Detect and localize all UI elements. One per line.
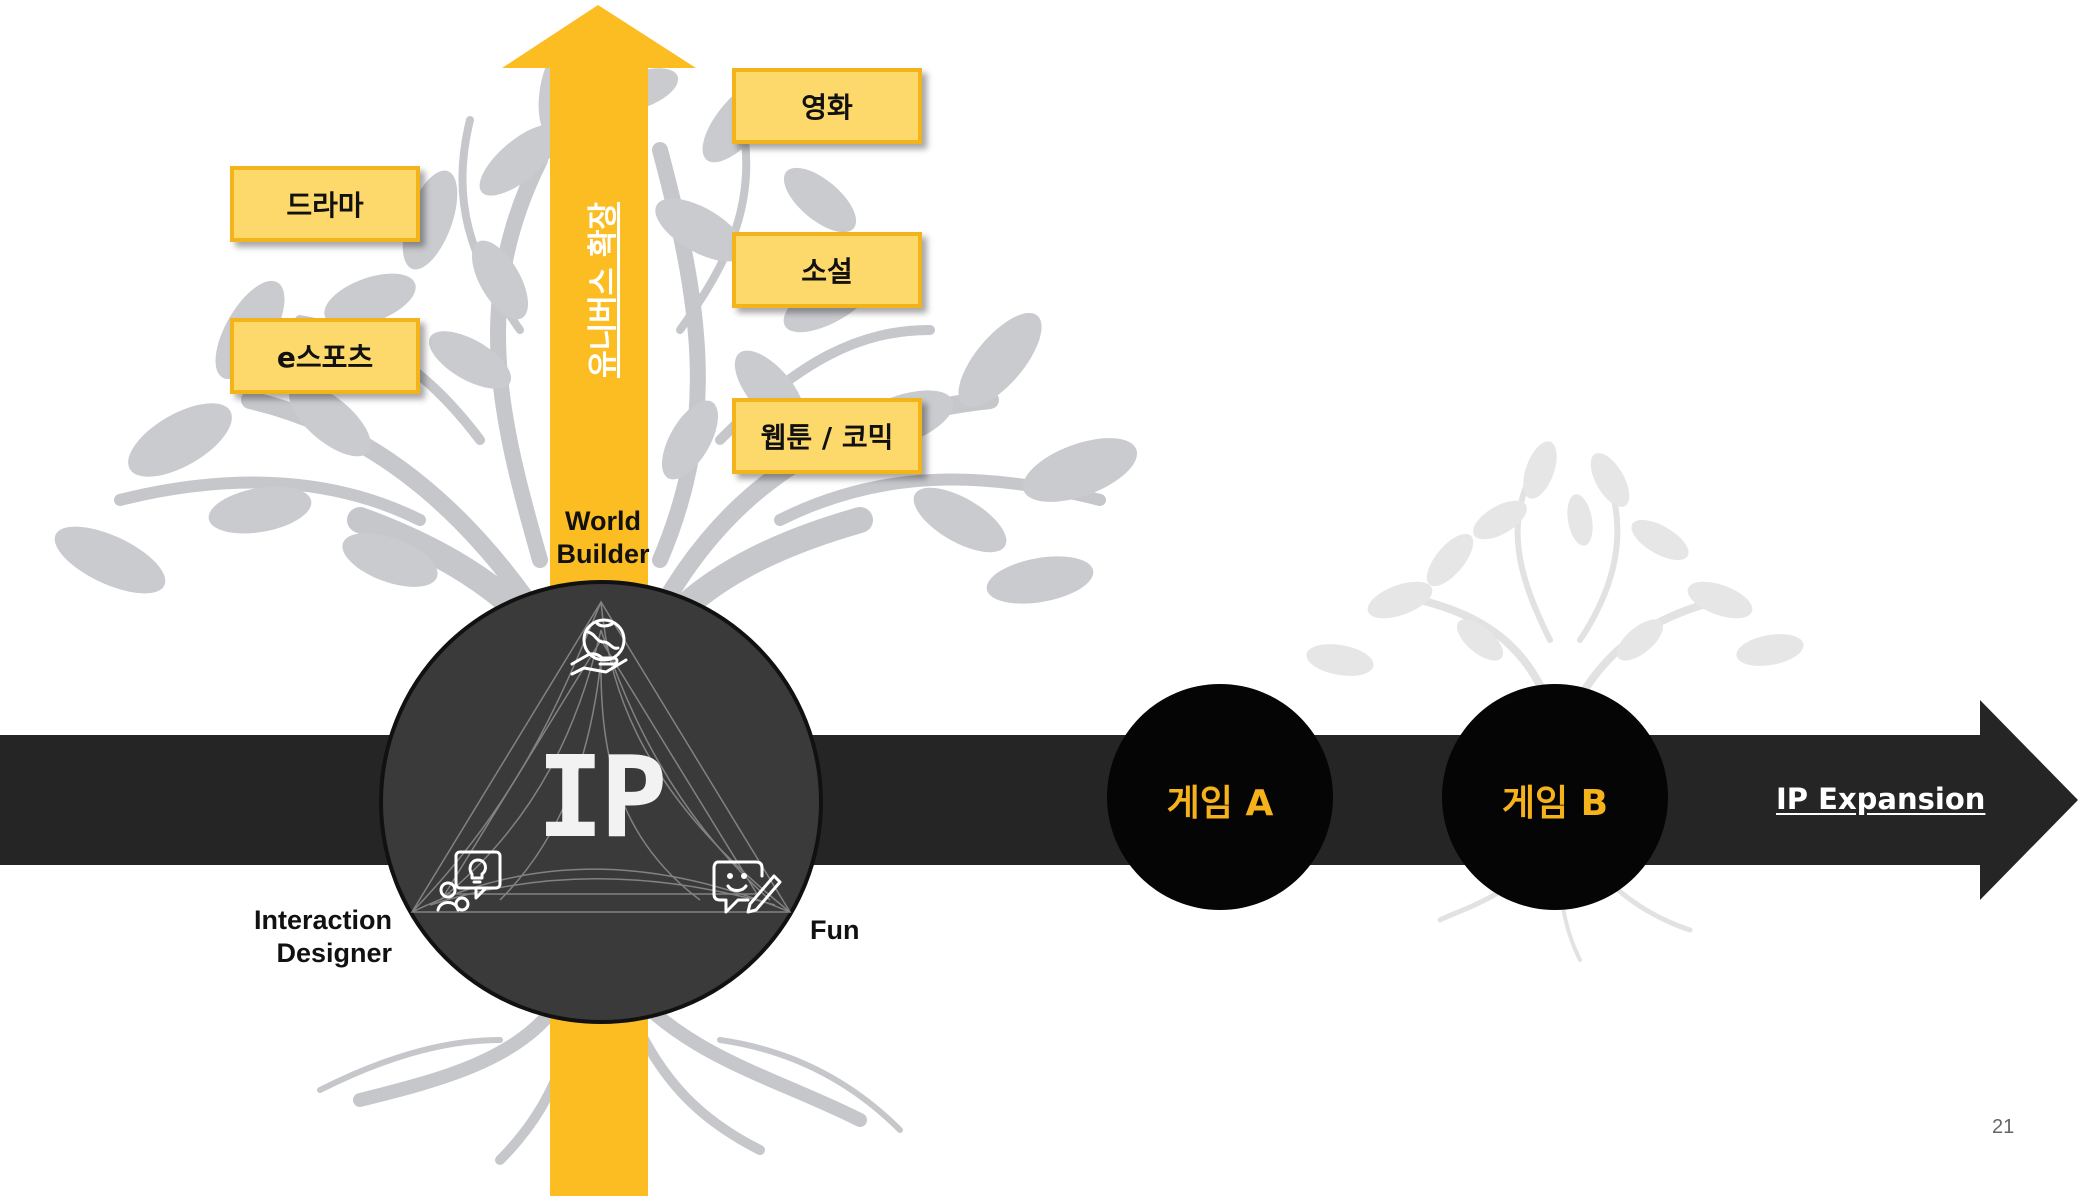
role-interaction-designer-line1: Interaction (253, 905, 392, 935)
ip-center-label: IP (536, 733, 668, 863)
universe-expansion-label: 유니버스 확장 (586, 201, 622, 379)
game-b-label: 게임 B (1501, 783, 1609, 824)
role-world-builder-line2: Builder (556, 539, 650, 569)
game-a-label: 게임 A (1166, 783, 1274, 824)
globe-hand-icon (570, 618, 628, 676)
role-world-builder-line1: World (565, 506, 641, 536)
page-number: 21 (1992, 1116, 2015, 1138)
ip-expansion-label: IP Expansion (1776, 782, 1986, 816)
game-b-circle (1442, 684, 1668, 910)
role-interaction-designer: Interaction Designer (230, 904, 392, 970)
media-box-webtoon: 웹툰 / 코믹 (732, 398, 922, 474)
idea-chat-icon (436, 850, 502, 912)
role-interaction-designer-line2: Designer (276, 938, 392, 968)
role-world-builder: World Builder (548, 505, 658, 571)
game-a-circle (1107, 684, 1333, 910)
media-box-esports: e스포츠 (230, 318, 420, 394)
media-box-novel: 소설 (732, 232, 922, 308)
media-box-movie: 영화 (732, 68, 922, 144)
universe-expansion-label-wrap: 유니버스 확장 (565, 190, 635, 390)
role-fun: Fun (810, 915, 860, 945)
media-box-drama: 드라마 (230, 166, 420, 242)
smiley-pencil-icon (712, 860, 782, 914)
